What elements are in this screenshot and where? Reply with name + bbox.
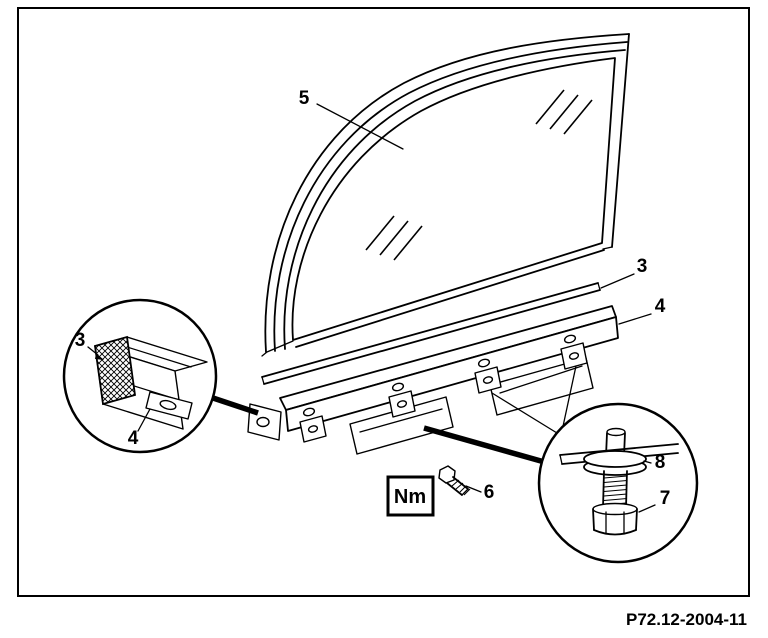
right-detail-pointer — [423, 425, 549, 466]
rail-front-face — [285, 316, 619, 432]
callout-mounting-rail: 4 — [655, 296, 666, 317]
window-glass-assembly — [261, 33, 630, 357]
callout-nut: 7 — [660, 488, 671, 509]
main-callouts: 5 3 4 — [299, 88, 666, 325]
arrowhead — [95, 353, 104, 360]
torque-unit-label: Nm — [394, 486, 426, 508]
screw-icon — [438, 465, 471, 496]
rail-bolt-heads — [302, 334, 577, 417]
callout-washer: 8 — [655, 452, 666, 473]
callout-glass: 5 — [299, 88, 310, 109]
left-detail-pointer — [212, 395, 259, 416]
callout-detail-rail: 4 — [128, 428, 139, 449]
detail-circle-left: 3 4 — [62, 298, 218, 454]
glass-edges — [295, 33, 630, 348]
window-frame — [261, 33, 630, 357]
threaded-shaft — [602, 470, 628, 509]
seal-cross-section — [94, 335, 136, 406]
callout-screw: 6 — [484, 482, 495, 503]
torque-annotation: Nm 6 — [386, 465, 495, 517]
magnifier-circle-right — [537, 402, 699, 564]
channel-tab — [145, 391, 193, 420]
callout-detail-seal: 3 — [75, 330, 86, 351]
mounting-rail — [247, 305, 619, 455]
detail-pointers — [212, 365, 577, 466]
glass-reflection-marks — [365, 89, 593, 261]
detail-circle-right: 8 7 — [537, 402, 699, 564]
stud-washer — [583, 450, 647, 476]
hex-nut — [592, 502, 638, 536]
drawing-number: P72.12-2004-11 — [626, 610, 747, 629]
glass-pane — [291, 57, 616, 341]
seal-strip — [261, 282, 601, 385]
callout-seal-strip: 3 — [637, 256, 648, 277]
torque-box — [386, 475, 435, 517]
rail-clips — [299, 342, 588, 443]
